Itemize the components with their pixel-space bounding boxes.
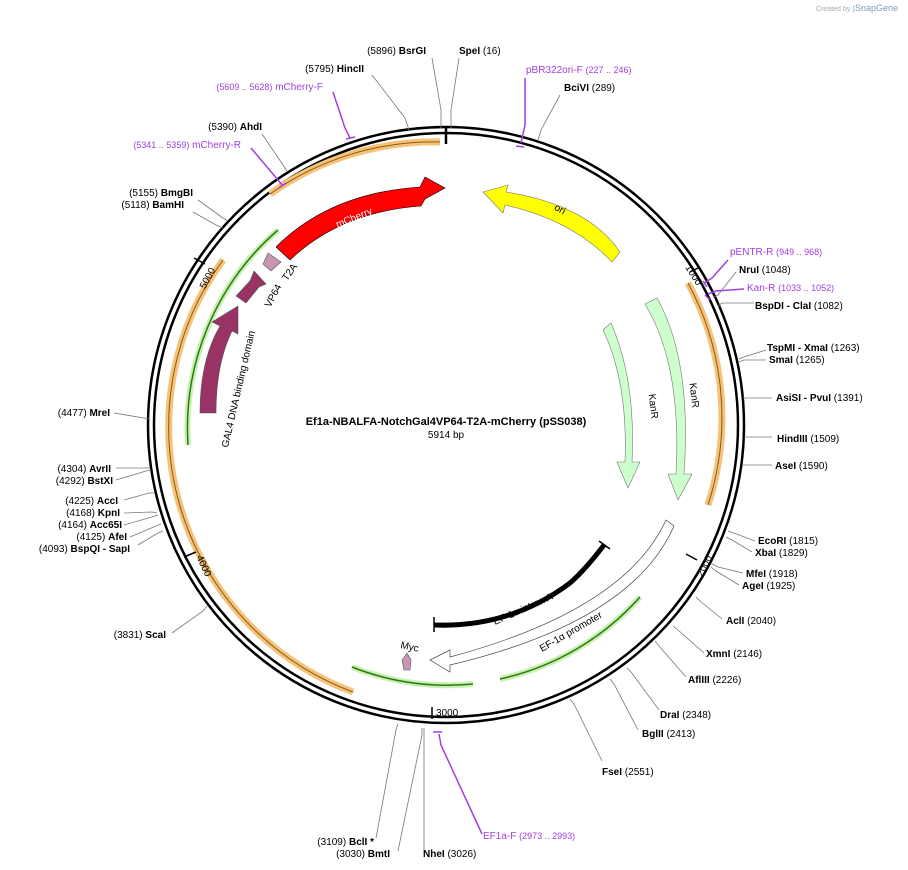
enzyme-drai: DraI (2348) xyxy=(660,710,711,721)
enzyme-nhei: NheI (3026) xyxy=(423,849,476,860)
enzyme-bmti: (3030) BmtI xyxy=(336,849,390,860)
feature-label-ef1a-intron: EF-1α intron A xyxy=(492,591,555,627)
enzyme-smai: SmaI (1265) xyxy=(769,355,825,366)
enzyme-labels: (5896) BsrGI SpeI (16) (5795) HincII Bci… xyxy=(39,46,863,860)
enzyme-xmni: XmnI (2146) xyxy=(706,649,762,660)
primer-labels: (5609 .. 5628) mCherry-F (5341 .. 5359) … xyxy=(133,65,834,842)
primer-marks xyxy=(250,78,745,835)
enzyme-bcli: (3109) BclI * xyxy=(317,837,374,848)
enzyme-hincii: (5795) HincII xyxy=(305,64,364,75)
tick-2000: 2000 xyxy=(685,553,715,579)
plasmid-size: 5914 bp xyxy=(428,430,465,441)
backbone-outer xyxy=(146,125,746,725)
tick-5000: 5000 xyxy=(193,257,218,291)
enzyme-bglii: BglII (2413) xyxy=(642,729,695,740)
enzyme-acc65i: (4164) Acc65I xyxy=(58,520,122,531)
snapgene-credit: Created by ⟆SnapGene xyxy=(816,3,898,13)
feature-gal4-arrow xyxy=(199,305,239,414)
primer-mcherry-f: (5609 .. 5628) mCherry-F xyxy=(216,82,323,93)
snapgene-logo-icon: ⟆ xyxy=(852,6,855,13)
enzyme-xbai: XbaI (1829) xyxy=(755,548,808,559)
coverage-arc-left xyxy=(165,257,355,696)
enzyme-nrui: NruI (1048) xyxy=(739,265,791,276)
feature-label-ori: ori xyxy=(552,202,567,217)
green-arc-bottom2-line xyxy=(499,596,641,680)
feature-ef1a-intron xyxy=(433,543,606,628)
primer-ef1a-f: EF1a-F (2973 .. 2993) xyxy=(483,831,575,842)
enzyme-asisi-pvui: AsiSI - PvuI (1391) xyxy=(776,393,863,404)
enzyme-bspqi-sapi: (4093) BspQI - SapI xyxy=(39,544,130,555)
enzyme-bmgbi: (5155) BmgBI xyxy=(129,188,193,199)
primer-mcherry-r: (5341 .. 5359) mCherry-R xyxy=(133,140,241,151)
feature-ef1a-intron-start xyxy=(598,540,611,550)
feature-label-myc: Myc xyxy=(399,640,419,655)
enzyme-asei: AseI (1590) xyxy=(775,461,828,472)
enzyme-tspmi-xmai: TspMI - XmaI (1263) xyxy=(767,343,860,354)
enzyme-agei: AgeI (1925) xyxy=(742,581,795,592)
primer-pentr-r: pENTR-R (949 .. 968) xyxy=(730,247,822,258)
primer-pbr322ori-f: pBR322ori-F (227 .. 246) xyxy=(526,65,632,76)
tick-label-3000: 3000 xyxy=(436,708,459,719)
enzyme-afliii: AflIII (2226) xyxy=(688,675,741,686)
enzyme-bspdi-clai: BspDI - ClaI (1082) xyxy=(755,301,843,312)
feature-ori-arrow xyxy=(482,184,621,263)
enzyme-mfei: MfeI (1918) xyxy=(746,569,798,580)
feature-myc-arrow xyxy=(401,652,412,671)
feature-kanr-outer-arrow xyxy=(644,297,693,501)
coverage-arc-top-line xyxy=(269,141,441,195)
feature-kanr-inner-arrow xyxy=(602,322,641,489)
enzyme-ecori: EcoRI (1815) xyxy=(758,536,818,547)
enzyme-bamhi: (5118) BamHI xyxy=(121,200,184,211)
enzyme-scai: (3831) ScaI xyxy=(114,630,166,641)
feature-t2a-arrow xyxy=(262,252,282,272)
primer-kan-r: Kan-R (1033 .. 1052) xyxy=(747,283,834,294)
coverage-arc-right-line xyxy=(687,282,723,506)
tick-3000: 3000 xyxy=(431,707,459,719)
feature-label-kanr-inner: KanR xyxy=(646,393,660,419)
enzyme-kpni: (4168) KpnI xyxy=(66,508,120,519)
enzyme-bsrgi: (5896) BsrGI xyxy=(367,46,426,57)
enzyme-leader-lines xyxy=(113,57,772,852)
enzyme-afei: (4125) AfeI xyxy=(76,532,127,543)
feature-label-gal4: GAL4 DNA binding domain xyxy=(220,330,258,449)
enzyme-hindiii: HindIII (1509) xyxy=(777,434,839,445)
enzyme-ahdi: (5390) AhdI xyxy=(208,122,262,133)
plasmid-name: Ef1a-NBALFA-NotchGal4VP64-T2A-mCherry (p… xyxy=(306,416,587,428)
feature-label-kanr-outer: KanR xyxy=(686,382,700,408)
enzyme-avrii: (4304) AvrII xyxy=(57,464,111,475)
enzyme-acci: (4225) AccI xyxy=(65,496,118,507)
feature-label-vp64: VP64 xyxy=(263,282,284,309)
enzyme-bstxi: (4292) BstXI xyxy=(56,476,113,487)
credit-prefix: Created by xyxy=(816,6,851,13)
feature-label-t2a: T2A xyxy=(280,262,300,284)
enzyme-acli: AclI (2040) xyxy=(726,616,776,627)
green-arc-bottom-line xyxy=(351,666,474,686)
enzyme-spei: SpeI (16) xyxy=(459,46,501,57)
green-arc-left-line xyxy=(186,229,279,446)
feature-vp64-arrow xyxy=(235,270,267,304)
coverage-arc-left-line xyxy=(168,259,354,693)
credit-brand: SnapGene xyxy=(854,3,898,13)
enzyme-bcivi: BciVI (289) xyxy=(564,83,615,94)
feature-ef1a-promoter-arrow xyxy=(429,519,675,673)
feature-mcherry-arrow xyxy=(275,176,446,261)
enzyme-mrei: (4477) MreI xyxy=(58,408,110,419)
enzyme-fsei: FseI (2551) xyxy=(602,767,654,778)
